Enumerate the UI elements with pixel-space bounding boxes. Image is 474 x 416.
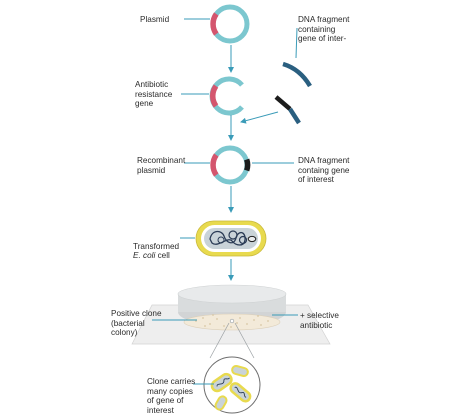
label-plasmid: Plasmid (140, 15, 170, 24)
plasmid-icon (210, 4, 250, 44)
dna-fragment-icon (274, 61, 312, 125)
label-transformed-line1: Transformed (133, 241, 180, 251)
fragment-to-plasmid-arrow (240, 111, 279, 124)
label-antibiotic-resistance-gene: Antibiotic resistance gene (135, 80, 173, 109)
label-recombinant-plasmid: Recombinant plasmid (137, 156, 186, 175)
label-positive-clone: Positive clone (bacterial colony) (111, 309, 162, 338)
recombinant-plasmid-icon (210, 145, 251, 185)
ecoli-cell-icon (195, 220, 267, 257)
opened-plasmid-icon (209, 76, 244, 116)
label-selective-antibiotic: + selective antibiotic (300, 311, 339, 330)
label-dna-fragment-top: DNA fragment containing gene of inter- (298, 15, 350, 44)
label-dna-fragment-mid: DNA fragment containg gene of interest (298, 156, 350, 185)
fragment-pointer-top (295, 27, 298, 59)
label-cell-word: cell (155, 251, 170, 261)
label-ecoli-species: E. coli (133, 251, 156, 261)
magnified-clone-icon (203, 322, 261, 414)
label-clone-carries: Clone carries many copies of gene of int… (147, 377, 196, 415)
